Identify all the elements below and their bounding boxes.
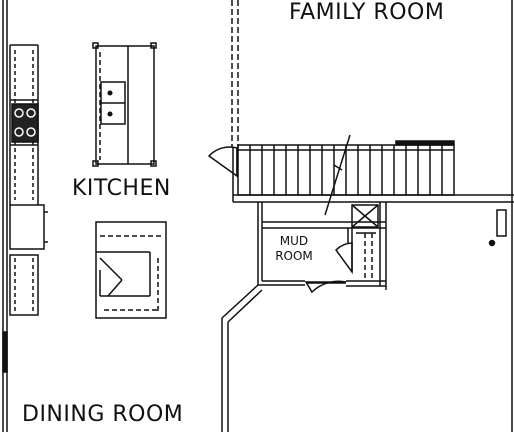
mud-room-label-line1: MUD xyxy=(279,234,309,248)
right-wall-fixture xyxy=(496,209,507,237)
family-room-label: FAMILY ROOM xyxy=(289,0,445,25)
stair-door xyxy=(207,146,238,178)
mud-room-label-line2: ROOM xyxy=(275,249,313,263)
kitchen-family-divider xyxy=(231,0,239,148)
island-sink xyxy=(100,81,126,125)
kitchen-label: KITCHEN xyxy=(72,176,171,201)
kitchen-island xyxy=(92,42,157,167)
refrigerator xyxy=(9,204,48,250)
cooktop-stove xyxy=(11,103,39,143)
dining-room-label: DINING ROOM xyxy=(22,402,184,427)
right-wall-outlet xyxy=(488,239,496,247)
mud-room-closet-door xyxy=(335,242,353,275)
mud-room-label: MUD ROOM xyxy=(272,234,316,264)
mud-room-exterior-door xyxy=(304,280,347,294)
family-room-south-wall xyxy=(232,148,514,203)
pantry-cabinet xyxy=(9,254,39,316)
mud-room-walls xyxy=(257,202,387,290)
left-wall-window xyxy=(2,331,8,373)
garage-walls xyxy=(221,284,263,432)
mud-room-closet xyxy=(351,204,379,281)
stairs xyxy=(237,134,455,216)
corner-cabinet xyxy=(95,221,167,319)
